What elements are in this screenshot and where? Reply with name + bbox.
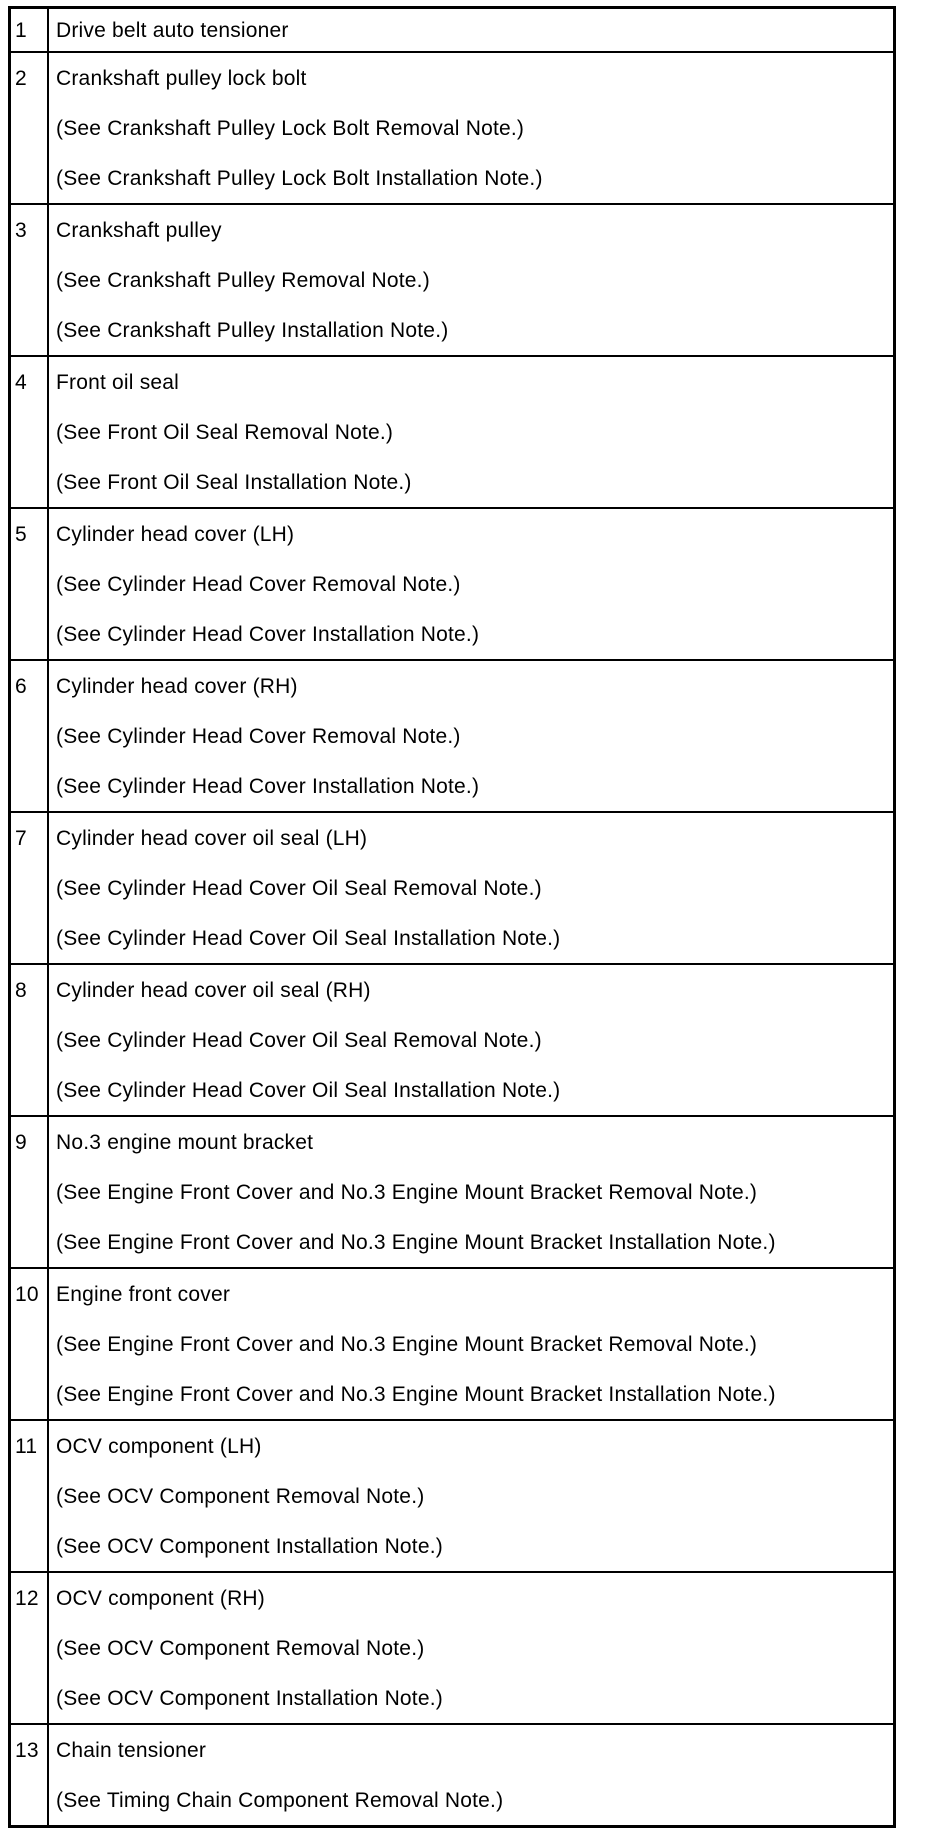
part-description-cell: No.3 engine mount bracket (See Engine Fro…: [49, 1115, 893, 1267]
row-number-cell: 4: [11, 355, 49, 507]
part-description-cell: Drive belt auto tensioner: [49, 9, 893, 51]
row-number: 6: [15, 674, 27, 698]
see-note: (See Cylinder Head Cover Installation No…: [56, 622, 480, 646]
row-number: 10: [15, 1282, 39, 1306]
part-description-cell: Cylinder head cover (LH) (See Cylinder He…: [49, 507, 893, 659]
see-note: (See Crankshaft Pulley Lock Bolt Removal…: [56, 116, 525, 140]
table-row: 11 OCV component (LH) (See OCV Component R…: [11, 1419, 893, 1571]
part-name: Crankshaft pulley lock bolt: [56, 66, 307, 90]
row-number-cell: 12: [11, 1571, 49, 1723]
row-number: 4: [15, 370, 27, 394]
see-note: (See OCV Component Removal Note.): [56, 1484, 425, 1508]
row-number-cell: 3: [11, 203, 49, 355]
see-note: (See Crankshaft Pulley Installation Note…: [56, 318, 449, 342]
table-row: 4 Front oil seal (See Front Oil Seal Remov…: [11, 355, 893, 507]
see-note: (See Engine Front Cover and No.3 Engine …: [56, 1382, 776, 1406]
table-row: 7 Cylinder head cover oil seal (LH) (See C…: [11, 811, 893, 963]
row-number-cell: 11: [11, 1419, 49, 1571]
part-name: Cylinder head cover oil seal (RH): [56, 978, 371, 1002]
part-name: Crankshaft pulley: [56, 218, 222, 242]
row-number-cell: 10: [11, 1267, 49, 1419]
table-row: 12 OCV component (RH) (See OCV Component R…: [11, 1571, 893, 1723]
table-row: 1 Drive belt auto tensioner: [11, 9, 893, 51]
table-row: 10 Engine front cover (See Engine Front Co…: [11, 1267, 893, 1419]
row-number: 13: [15, 1738, 39, 1762]
table-row: 5 Cylinder head cover (LH) (See Cylinder H…: [11, 507, 893, 659]
row-number: 9: [15, 1130, 27, 1154]
row-number: 7: [15, 826, 27, 850]
row-number: 5: [15, 522, 27, 546]
part-description-cell: Cylinder head cover oil seal (LH) (See Cy…: [49, 811, 893, 963]
table-row: 8 Cylinder head cover oil seal (RH) (See C…: [11, 963, 893, 1115]
row-number: 1: [15, 18, 27, 42]
see-note: (See OCV Component Installation Note.): [56, 1686, 443, 1710]
see-note: (See OCV Component Installation Note.): [56, 1534, 443, 1558]
see-note: (See Timing Chain Component Removal Note…: [56, 1788, 504, 1812]
see-note: (See Cylinder Head Cover Oil Seal Instal…: [56, 926, 561, 950]
row-number-cell: 1: [11, 9, 49, 51]
part-description-cell: Crankshaft pulley (See Crankshaft Pulley …: [49, 203, 893, 355]
row-number-cell: 7: [11, 811, 49, 963]
table-row: 2 Crankshaft pulley lock bolt (See Cranksh…: [11, 51, 893, 203]
row-number-cell: 6: [11, 659, 49, 811]
part-description-cell: Front oil seal (See Front Oil Seal Remova…: [49, 355, 893, 507]
row-number: 12: [15, 1586, 39, 1610]
part-description-cell: Chain tensioner (See Timing Chain Compone…: [49, 1723, 893, 1825]
see-note: (See Crankshaft Pulley Lock Bolt Install…: [56, 166, 543, 190]
part-name: OCV component (RH): [56, 1586, 265, 1610]
see-note: (See Cylinder Head Cover Removal Note.): [56, 572, 461, 596]
row-number-cell: 13: [11, 1723, 49, 1825]
see-note: (See Engine Front Cover and No.3 Engine …: [56, 1230, 776, 1254]
see-note: (See Front Oil Seal Removal Note.): [56, 420, 394, 444]
row-number: 2: [15, 66, 27, 90]
part-description-cell: Crankshaft pulley lock bolt (See Cranksha…: [49, 51, 893, 203]
part-name: Front oil seal: [56, 370, 180, 394]
part-name: Engine front cover: [56, 1282, 231, 1306]
row-number: 3: [15, 218, 27, 242]
see-note: (See OCV Component Removal Note.): [56, 1636, 425, 1660]
see-note: (See Cylinder Head Cover Removal Note.): [56, 724, 461, 748]
part-name: OCV component (LH): [56, 1434, 262, 1458]
table-row: 13 Chain tensioner (See Timing Chain Compo…: [11, 1723, 893, 1825]
see-note: (See Crankshaft Pulley Removal Note.): [56, 268, 430, 292]
table-row: 9 No.3 engine mount bracket (See Engine Fr…: [11, 1115, 893, 1267]
see-note: (See Engine Front Cover and No.3 Engine …: [56, 1332, 758, 1356]
part-description-cell: OCV component (RH) (See OCV Component Rem…: [49, 1571, 893, 1723]
row-number: 11: [15, 1434, 38, 1458]
row-number-cell: 9: [11, 1115, 49, 1267]
part-name: Cylinder head cover (RH): [56, 674, 298, 698]
see-note: (See Cylinder Head Cover Oil Seal Remova…: [56, 1028, 542, 1052]
row-number-cell: 5: [11, 507, 49, 659]
part-name: Chain tensioner: [56, 1738, 207, 1762]
see-note: (See Engine Front Cover and No.3 Engine …: [56, 1180, 758, 1204]
part-name: Drive belt auto tensioner: [56, 18, 289, 42]
part-name: Cylinder head cover (LH): [56, 522, 295, 546]
see-note: (See Front Oil Seal Installation Note.): [56, 470, 412, 494]
part-name: Cylinder head cover oil seal (LH): [56, 826, 368, 850]
row-number-cell: 8: [11, 963, 49, 1115]
part-description-cell: Cylinder head cover (RH) (See Cylinder He…: [49, 659, 893, 811]
part-description-cell: Cylinder head cover oil seal (RH) (See Cy…: [49, 963, 893, 1115]
part-description-cell: Engine front cover (See Engine Front Cove…: [49, 1267, 893, 1419]
row-number: 8: [15, 978, 27, 1002]
table-row: 6 Cylinder head cover (RH) (See Cylinder H…: [11, 659, 893, 811]
see-note: (See Cylinder Head Cover Oil Seal Remova…: [56, 876, 542, 900]
part-description-cell: OCV component (LH) (See OCV Component Rem…: [49, 1419, 893, 1571]
see-note: (See Cylinder Head Cover Installation No…: [56, 774, 480, 798]
see-note: (See Cylinder Head Cover Oil Seal Instal…: [56, 1078, 561, 1102]
row-number-cell: 2: [11, 51, 49, 203]
table-row: 3 Crankshaft pulley (See Crankshaft Pulley…: [11, 203, 893, 355]
part-name: No.3 engine mount bracket: [56, 1130, 314, 1154]
